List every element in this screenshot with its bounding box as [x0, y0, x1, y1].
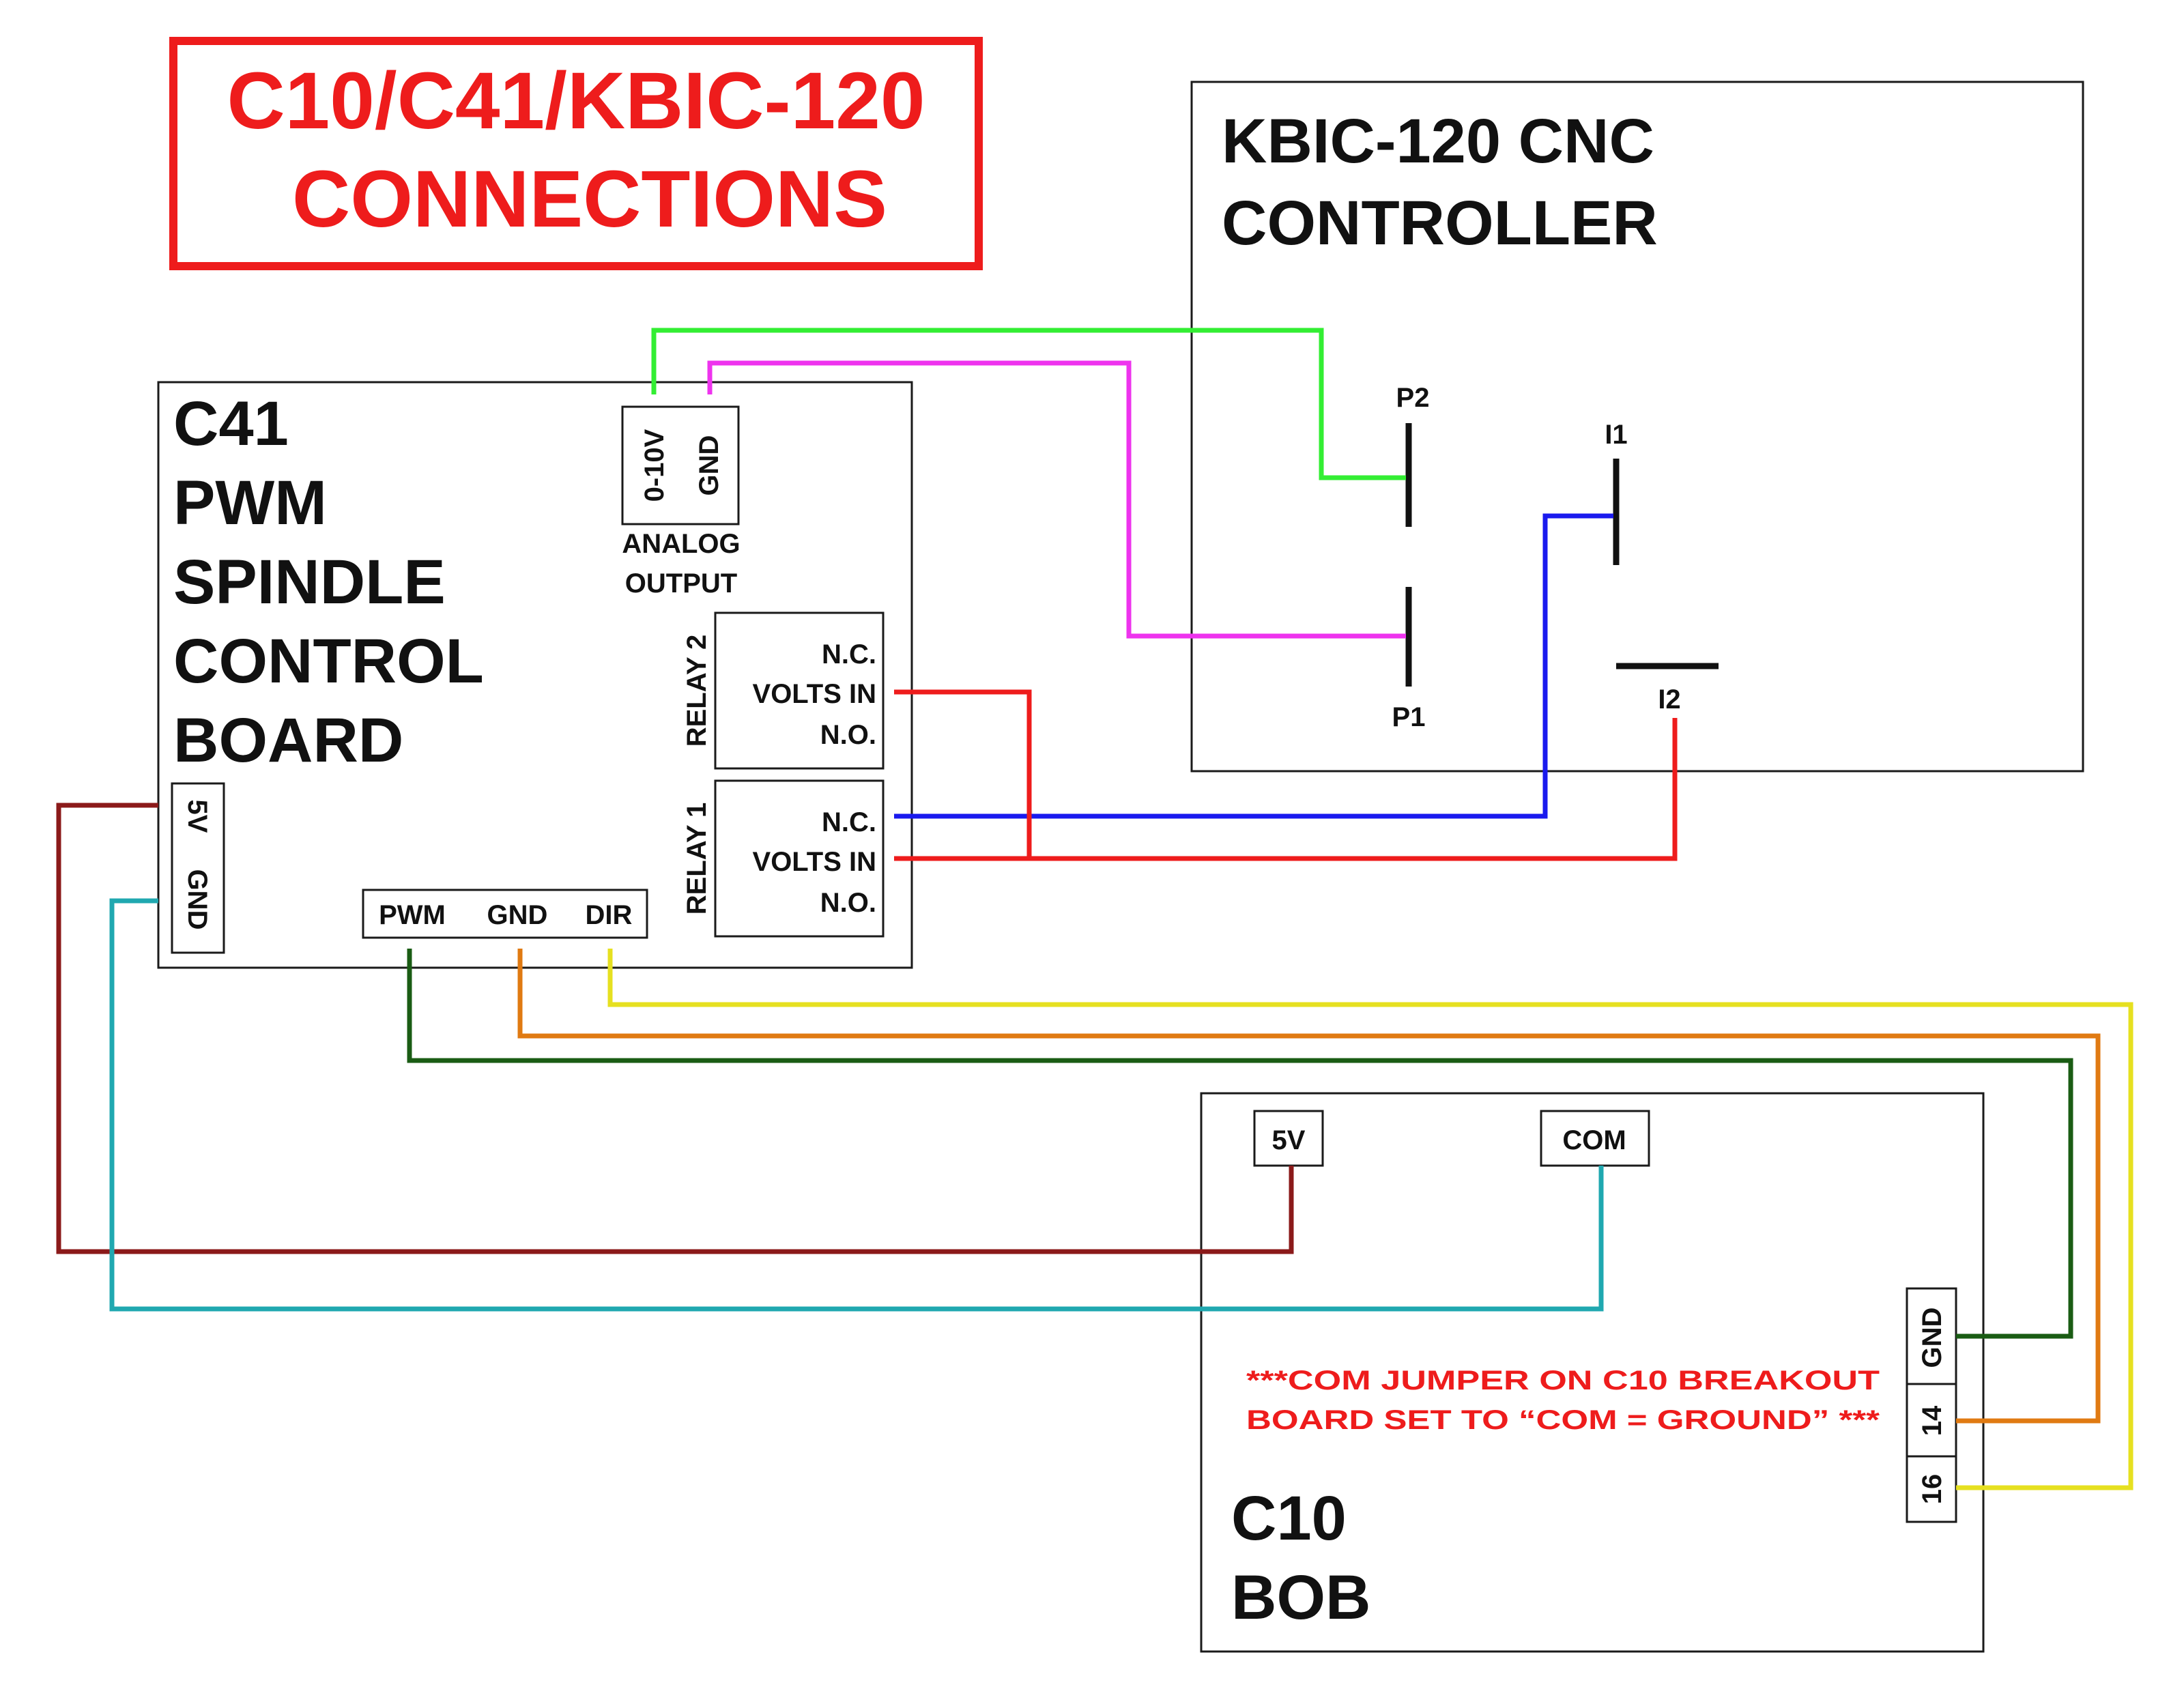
relay1-label: RELAY 1: [682, 803, 712, 915]
analog-output-header: [621, 405, 740, 525]
c41-name-line-5: BOARD: [173, 706, 403, 775]
analog-pin-gnd: GND: [694, 435, 724, 496]
c10-name-line-2: BOB: [1231, 1563, 1370, 1632]
c41-name-line-2: PWM: [173, 468, 327, 538]
c10-bob-box: [1200, 1092, 1985, 1653]
kbic-name-line-2: CONTROLLER: [1222, 188, 1658, 258]
power-pin-gnd: GND: [182, 869, 212, 930]
wire-relay2-volts-in: [894, 689, 1032, 859]
c41-name-line-3: SPINDLE: [173, 547, 446, 617]
wire-relay1-volts-in-to-i2: [894, 718, 1678, 861]
c10-com-terminal: [1540, 1110, 1650, 1167]
title-line-1: C10/C41/KBIC-120: [227, 56, 925, 146]
p1-label: P1: [1392, 702, 1426, 732]
wire-dir-to-c10-16: [607, 949, 2133, 1490]
signal-pin-dir: DIR: [586, 900, 633, 930]
power-header: [171, 782, 225, 954]
c10-5v-label: 5V: [1272, 1125, 1306, 1155]
kbic-name-line-1: KBIC-120 CNC: [1222, 106, 1654, 176]
signal-pin-pwm: PWM: [379, 900, 446, 930]
c10-note-line-1: ***COM JUMPER ON C10 BREAKOUT: [1246, 1366, 1880, 1396]
c10-name-line-1: C10: [1231, 1484, 1347, 1553]
c10-note-line-2: BOARD SET TO “COM = GROUND” ***: [1246, 1405, 1880, 1435]
title-box: [169, 37, 983, 270]
c10-pin-14: 14: [1917, 1405, 1947, 1436]
kbic-controller-box: [1190, 81, 2084, 773]
relay1-block: [714, 779, 885, 938]
c10-5v-terminal: [1253, 1110, 1324, 1167]
wire-relay1-nc-to-i1: [894, 513, 1613, 819]
title-line-2: CONNECTIONS: [292, 154, 887, 244]
wire-gnd-to-c10-com: [109, 898, 1604, 1312]
relay1-volts-in: VOLTS IN: [753, 847, 876, 877]
analog-output-label-1: ANALOG: [622, 529, 740, 559]
wire-gnd-to-c10-14: [517, 949, 2101, 1424]
analog-pin-0-10v: 0-10V: [640, 429, 670, 502]
relay2-no: N.O.: [820, 720, 876, 750]
c41-name-line-4: CONTROL: [173, 626, 484, 696]
i1-label: I1: [1605, 420, 1627, 450]
wire-0-10v-to-p2: [651, 328, 1406, 480]
c10-side-header: [1906, 1287, 1957, 1523]
p2-label: P2: [1396, 383, 1430, 413]
relay1-nc: N.C.: [822, 807, 876, 837]
c10-pin-16: 16: [1917, 1474, 1947, 1505]
power-pin-5v: 5V: [182, 800, 212, 833]
analog-output-label-2: OUTPUT: [625, 568, 737, 599]
c10-com-label: COM: [1562, 1125, 1626, 1155]
c41-name-line-1: C41: [173, 389, 289, 459]
relay2-block: [714, 611, 885, 770]
relay1-no: N.O.: [820, 888, 876, 918]
wire-5v-to-c10-5v: [56, 803, 1294, 1254]
wire-gnd-to-p1: [707, 360, 1406, 639]
relay2-volts-in: VOLTS IN: [753, 679, 876, 709]
signal-pin-gnd: GND: [487, 900, 548, 930]
c10-pin-gnd: GND: [1917, 1308, 1947, 1368]
signal-header: [362, 889, 648, 939]
relay2-label: RELAY 2: [682, 635, 712, 747]
wire-pwm-to-c10-gnd: [407, 949, 2073, 1339]
relay2-nc: N.C.: [822, 639, 876, 669]
i2-label: I2: [1658, 684, 1680, 715]
